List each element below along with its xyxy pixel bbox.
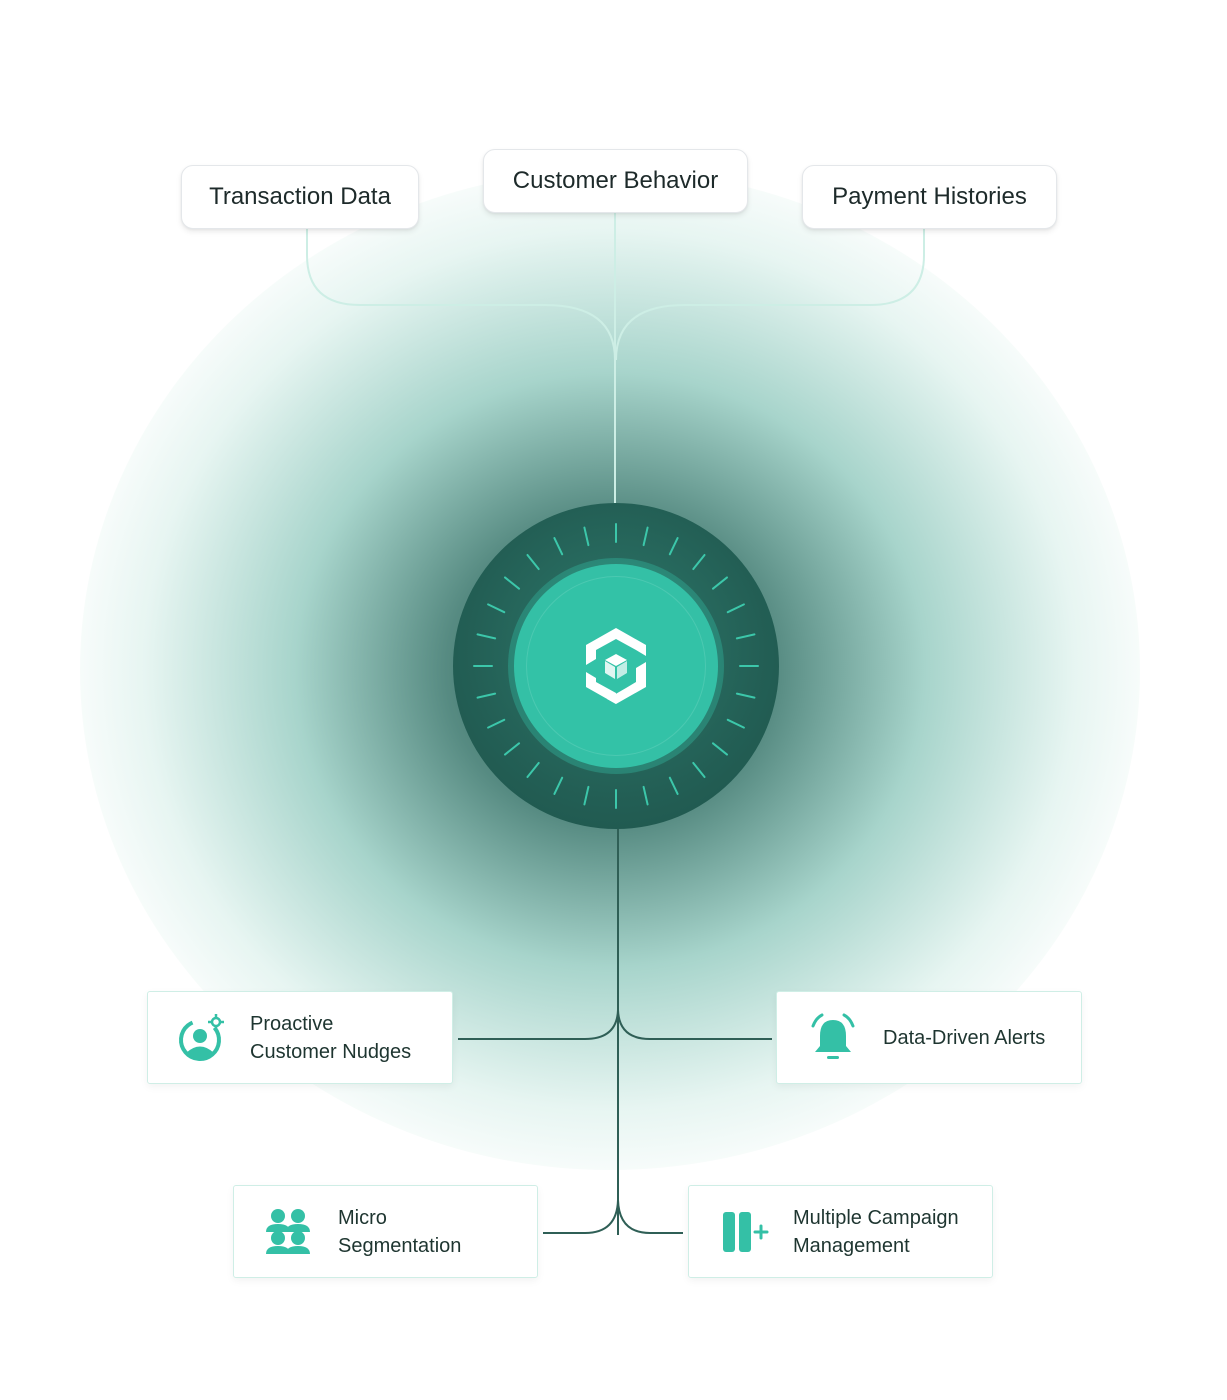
- connector-nudges: [458, 1009, 619, 1040]
- input-transaction-label: Transaction Data: [209, 183, 391, 210]
- connector-segmentation: [543, 1199, 619, 1234]
- input-payment-histories: Payment Histories: [802, 165, 1057, 229]
- output-micro-segmentation: Micro Segmentation: [233, 1185, 538, 1278]
- segmentation-label-line2: Segmentation: [338, 1234, 462, 1257]
- hub-tick: [526, 553, 540, 571]
- hub-tick-marks: [473, 523, 759, 809]
- alerts-label: Data-Driven Alerts: [883, 1024, 1045, 1052]
- hub-tick: [711, 742, 729, 756]
- nudges-label-line2: Customer Nudges: [250, 1040, 412, 1063]
- bars-plus-icon: [715, 1204, 771, 1260]
- output-data-driven-alerts: Data-Driven Alerts: [776, 991, 1082, 1084]
- hub-tick: [735, 633, 756, 640]
- hub-tick: [668, 537, 679, 556]
- hub-tick: [726, 718, 745, 729]
- segmentation-label-line1: Micro: [338, 1206, 387, 1229]
- input-behavior-label: Customer Behavior: [512, 167, 719, 194]
- connector-transaction: [306, 228, 616, 503]
- hub-tick: [487, 603, 506, 614]
- hub-tick: [642, 526, 649, 547]
- connector-payments: [615, 228, 925, 361]
- hexagon-cube-logo-icon: [586, 628, 646, 704]
- campaign-label: Multiple Campaign Management: [793, 1204, 959, 1260]
- hub-tick: [711, 576, 729, 590]
- connector-campaign: [617, 1199, 683, 1234]
- hub-tick: [692, 553, 706, 571]
- nudges-label: Proactive Customer Nudges: [250, 1010, 411, 1066]
- hub-tick: [476, 633, 497, 640]
- connector-alerts: [617, 1009, 772, 1040]
- campaign-label-line2: Management: [793, 1234, 910, 1257]
- hub-tick: [583, 785, 590, 806]
- hub-tick: [503, 576, 521, 590]
- bell-icon: [805, 1010, 861, 1066]
- alerts-label-line1: Data-Driven Alerts: [883, 1026, 1046, 1049]
- hub-tick: [553, 776, 564, 795]
- output-proactive-nudges: Proactive Customer Nudges: [147, 991, 453, 1084]
- segmentation-label: Micro Segmentation: [338, 1204, 461, 1260]
- hub-core: [514, 564, 718, 768]
- hub-tick: [642, 785, 649, 806]
- hub-tick: [726, 603, 745, 614]
- hub-tick: [476, 692, 497, 699]
- user-gear-icon: [172, 1010, 228, 1066]
- nudges-label-line1: Proactive: [250, 1012, 334, 1035]
- input-payments-label: Payment Histories: [832, 183, 1027, 210]
- input-customer-behavior: Customer Behavior: [483, 149, 748, 213]
- user-group-icon: [260, 1204, 316, 1260]
- hub-tick: [692, 761, 706, 779]
- hub-tick: [583, 526, 590, 547]
- hub-tick: [526, 761, 540, 779]
- hub-tick: [668, 776, 679, 795]
- hub-tick: [553, 537, 564, 556]
- hub-tick: [487, 718, 506, 729]
- output-multiple-campaign: Multiple Campaign Management: [688, 1185, 993, 1278]
- hub-tick: [735, 692, 756, 699]
- input-transaction-data: Transaction Data: [181, 165, 419, 229]
- campaign-label-line1: Multiple Campaign: [793, 1206, 959, 1229]
- hub-tick: [503, 742, 521, 756]
